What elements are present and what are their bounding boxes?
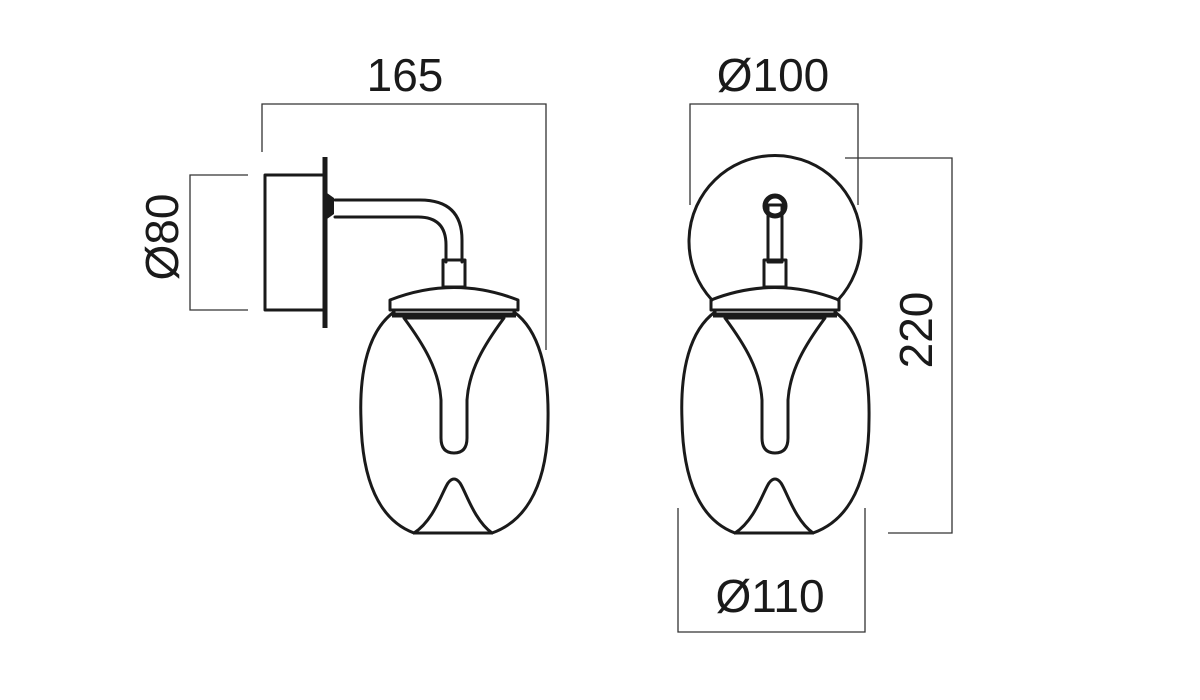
dim-110-label: Ø110 (715, 570, 824, 622)
dim-80-label: Ø80 (136, 194, 188, 281)
dim-165-label: 165 (367, 49, 444, 101)
arm (333, 198, 464, 264)
arm-knob (327, 193, 334, 219)
dim-100-label: Ø100 (717, 49, 830, 101)
backplate (263, 173, 327, 312)
glass-shade-front (682, 260, 869, 533)
dim-220-label: 220 (890, 292, 942, 369)
canopy-circle (687, 153, 863, 302)
side-view (263, 157, 548, 533)
front-view (682, 153, 869, 533)
glass-shade-side (361, 260, 548, 533)
dimension-lines (189, 103, 953, 633)
stem (766, 203, 784, 264)
stem-joint (762, 193, 788, 219)
